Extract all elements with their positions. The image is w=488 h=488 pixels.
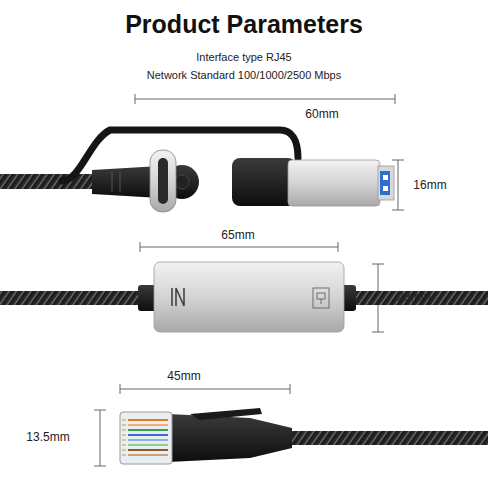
adapter-body bbox=[0, 262, 488, 332]
dimension-label: 65mm bbox=[221, 229, 254, 242]
rj45-plug bbox=[120, 408, 488, 464]
dimension-label: 60mm bbox=[305, 108, 338, 121]
usb-connector bbox=[0, 130, 394, 212]
spec-line: Network Standard 100/1000/2500 Mbps bbox=[147, 69, 341, 81]
dimension-label: 13.5mm bbox=[26, 431, 69, 444]
dimension-label: 45mm bbox=[167, 370, 200, 383]
spec-line: Interface type RJ45 bbox=[196, 51, 291, 63]
dimension-lines bbox=[94, 94, 404, 466]
dimension-label: 16mm bbox=[413, 179, 446, 192]
dimension-label: 23mm bbox=[397, 291, 430, 304]
page-title: Product Parameters bbox=[125, 11, 363, 39]
